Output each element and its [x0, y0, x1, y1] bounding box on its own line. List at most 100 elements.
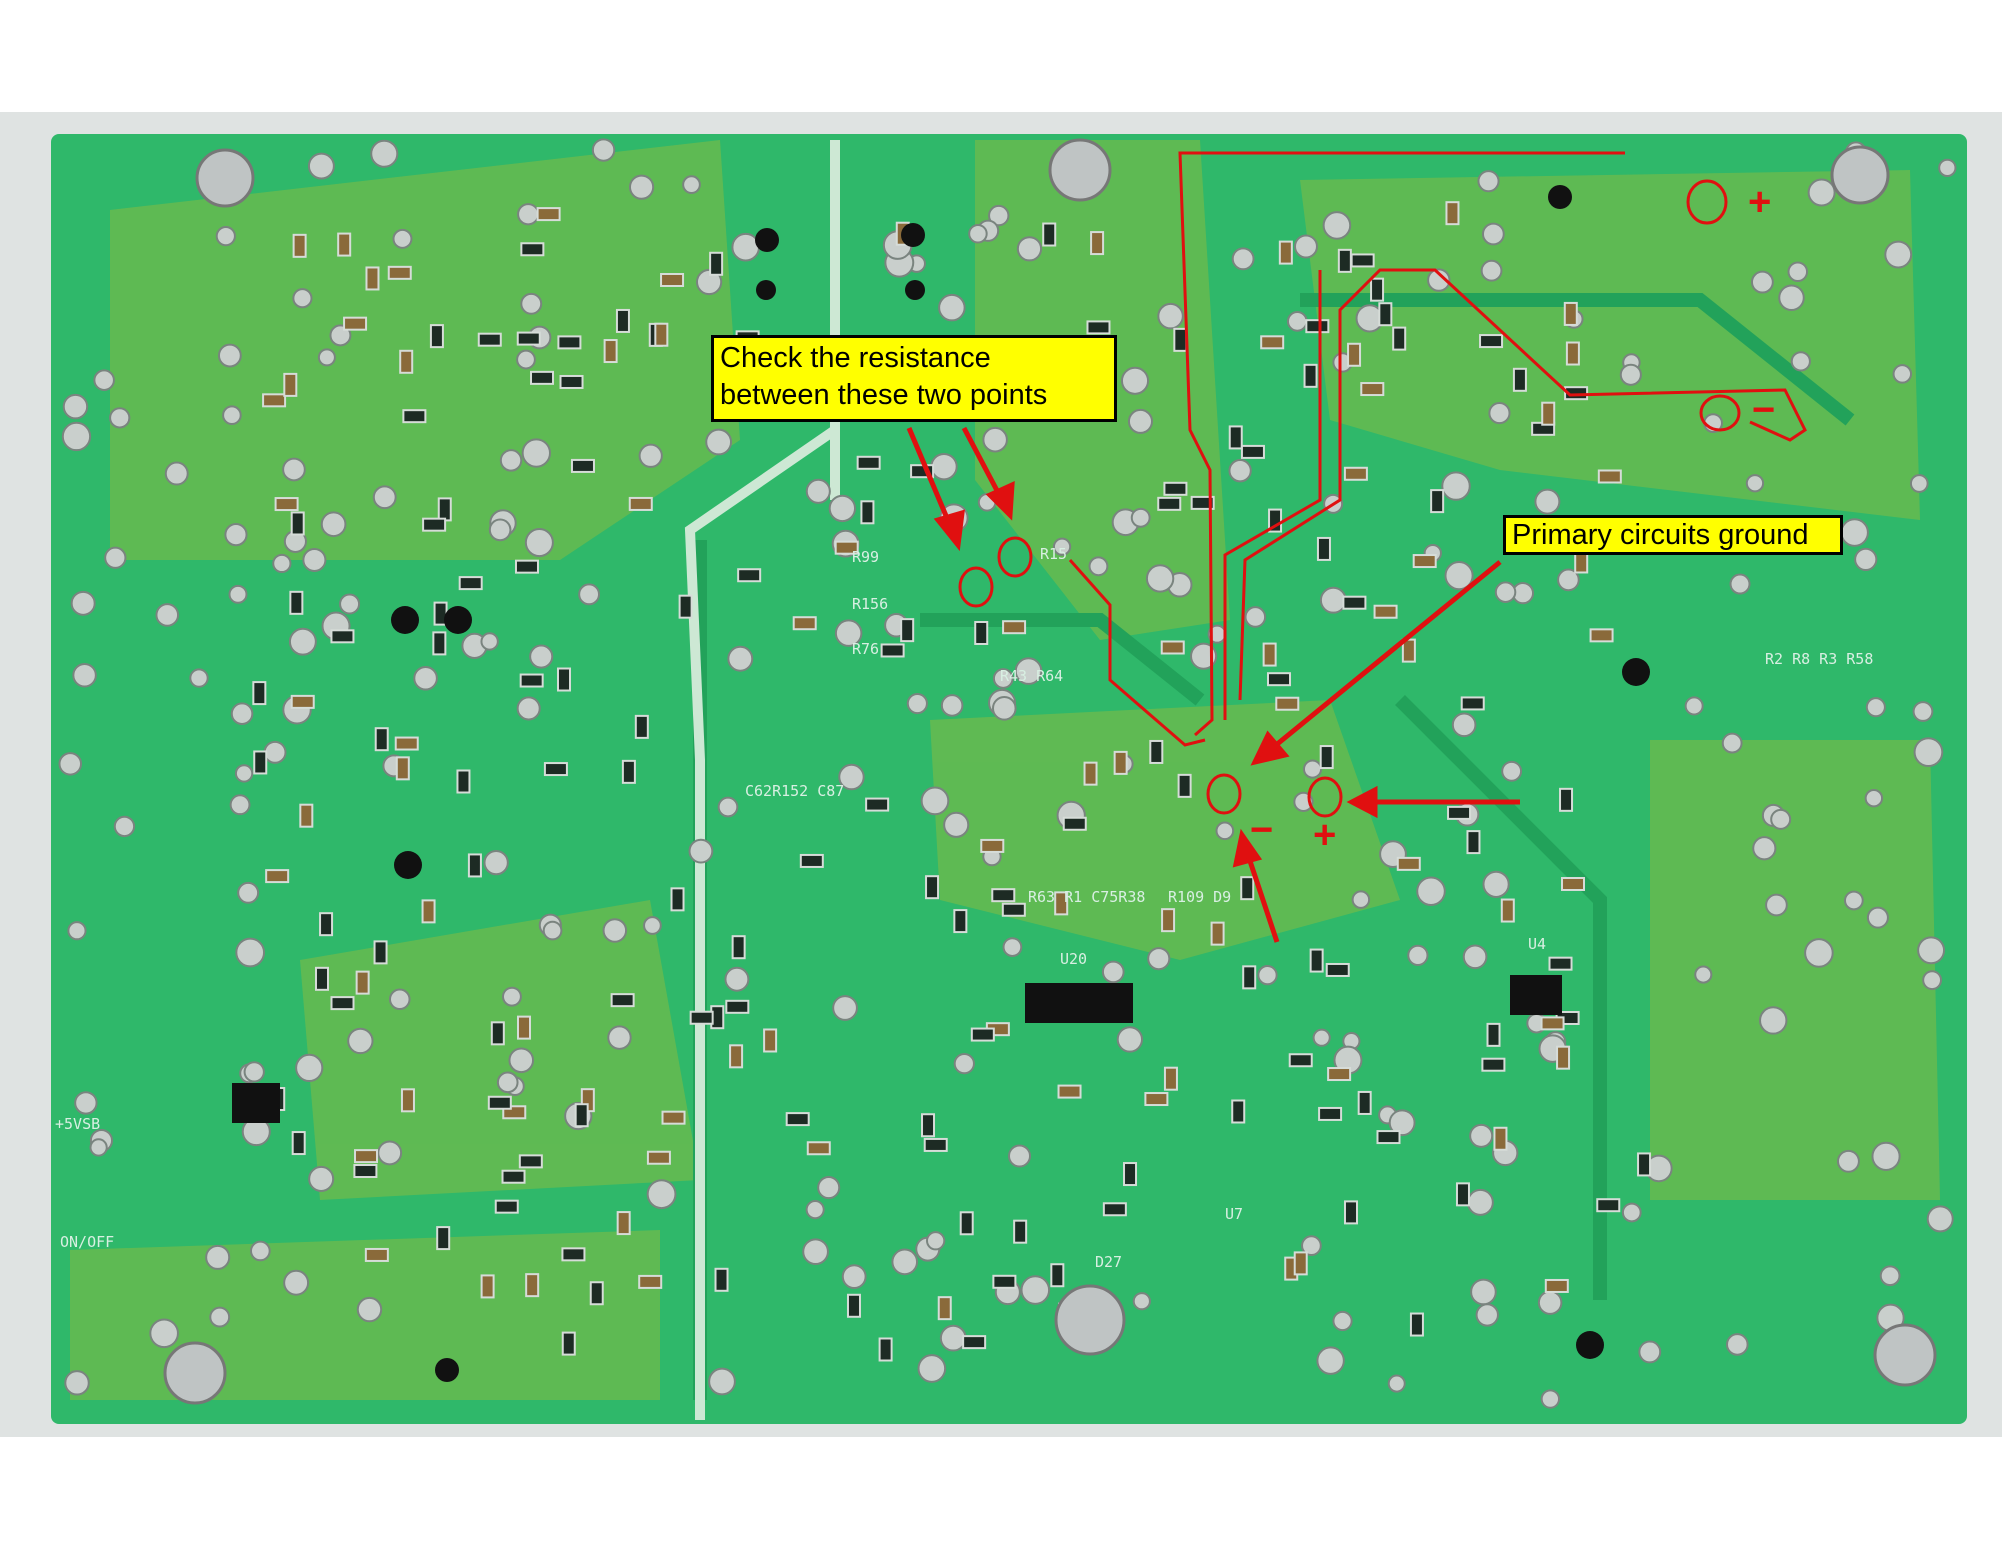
solder-pad [62, 393, 89, 420]
smd-component [1325, 962, 1350, 977]
callout-line: between these two points [720, 379, 1048, 411]
probe-point-circle [1206, 773, 1242, 815]
solder-pad [229, 794, 251, 816]
solder-pad [1319, 586, 1347, 614]
smd-component [660, 272, 685, 287]
solder-pad [496, 1071, 519, 1094]
smd-component [561, 1247, 586, 1262]
smd-component [1412, 554, 1437, 569]
solder-pad [70, 590, 96, 616]
smd-component [1240, 444, 1265, 459]
smd-component [1275, 696, 1300, 711]
smd-component [1479, 334, 1504, 349]
smd-component [1445, 201, 1460, 226]
silk-label: R43 R64 [1000, 667, 1064, 685]
smd-component [364, 1247, 389, 1262]
solder-pad [1475, 1303, 1499, 1327]
smd-component [402, 409, 427, 424]
copper-areas [70, 140, 1940, 1400]
solder-pad [1752, 836, 1777, 861]
solder-pad [282, 457, 306, 482]
solder-pad [1488, 402, 1511, 425]
smd-component [1318, 1106, 1343, 1121]
smd-component [1062, 816, 1087, 831]
smd-component [1360, 382, 1385, 397]
smd-component [1013, 1219, 1028, 1244]
solder-pad [189, 668, 209, 688]
smd-component [365, 266, 380, 291]
solder-pad [1557, 568, 1580, 592]
smd-components [252, 201, 1652, 1362]
smd-component [314, 966, 329, 991]
solder-pad [841, 1264, 867, 1290]
smd-component [1541, 401, 1556, 426]
solder-pad [638, 443, 663, 468]
smd-component [1559, 787, 1574, 812]
smd-component [1350, 253, 1375, 268]
smd-component [1002, 620, 1027, 635]
solder-pad [1462, 944, 1488, 970]
solder-pad [1778, 284, 1805, 311]
smd-component [1054, 891, 1069, 916]
smd-component [1392, 326, 1407, 351]
solder-pad [72, 663, 97, 688]
solder-pad [1477, 170, 1500, 193]
solder-pad [58, 752, 83, 776]
smd-component [923, 1137, 948, 1152]
solder-pad [1120, 366, 1150, 395]
probe-point-circle [1307, 776, 1343, 818]
smd-component [654, 322, 669, 347]
solder-pad [217, 343, 242, 368]
solder-pad [1912, 701, 1934, 722]
smd-component [1090, 231, 1105, 256]
smd-component [921, 1113, 936, 1138]
solder-pad [1427, 268, 1451, 292]
smd-component [1481, 1057, 1506, 1072]
solder-pad [1480, 259, 1503, 282]
solder-pad [832, 995, 858, 1021]
smd-component [953, 909, 968, 934]
smd-component [283, 372, 298, 397]
solder-pad [805, 478, 831, 504]
solder-pad [1836, 1149, 1860, 1173]
solder-pad [1854, 547, 1878, 572]
silk-label: R63 R1 C75R38 [1028, 888, 1146, 906]
smd-component [1144, 1092, 1169, 1107]
smd-component [1288, 1053, 1313, 1068]
smd-component [1160, 640, 1185, 655]
smd-component [900, 618, 915, 643]
solder-pad [1938, 158, 1957, 177]
smd-component [289, 590, 304, 615]
smd-component [1083, 761, 1098, 786]
solder-pad [308, 1165, 335, 1192]
smd-component [1293, 1251, 1308, 1276]
smd-component [962, 1335, 987, 1350]
smd-component [1173, 327, 1188, 352]
solder-pad [249, 1240, 271, 1262]
silk-label: ON/OFF [60, 1233, 115, 1251]
solder-pad [1387, 1374, 1406, 1393]
smd-component [1157, 496, 1182, 511]
silk-label: U20 [1060, 950, 1088, 968]
smd-component [725, 999, 750, 1014]
smd-component [937, 1296, 952, 1321]
solder-pad [521, 438, 552, 468]
smd-component [561, 1331, 576, 1356]
smd-component [487, 1095, 512, 1110]
solder-pad [1729, 573, 1751, 595]
smd-component [1327, 1067, 1352, 1082]
smd-component [1050, 1263, 1065, 1288]
smd-component [959, 1211, 974, 1236]
smd-component [1430, 489, 1445, 514]
ic-u4 [1510, 975, 1562, 1015]
solder-pad [891, 1248, 919, 1276]
smd-component [1589, 628, 1614, 643]
smd-component [991, 888, 1016, 903]
solder-pad [67, 921, 87, 941]
solder-pad [1540, 1389, 1561, 1409]
trace-highlight [1223, 270, 1322, 720]
smd-component [514, 559, 539, 574]
smd-component [557, 335, 582, 350]
smd-component [763, 1028, 778, 1053]
solder-pad [1130, 507, 1151, 528]
